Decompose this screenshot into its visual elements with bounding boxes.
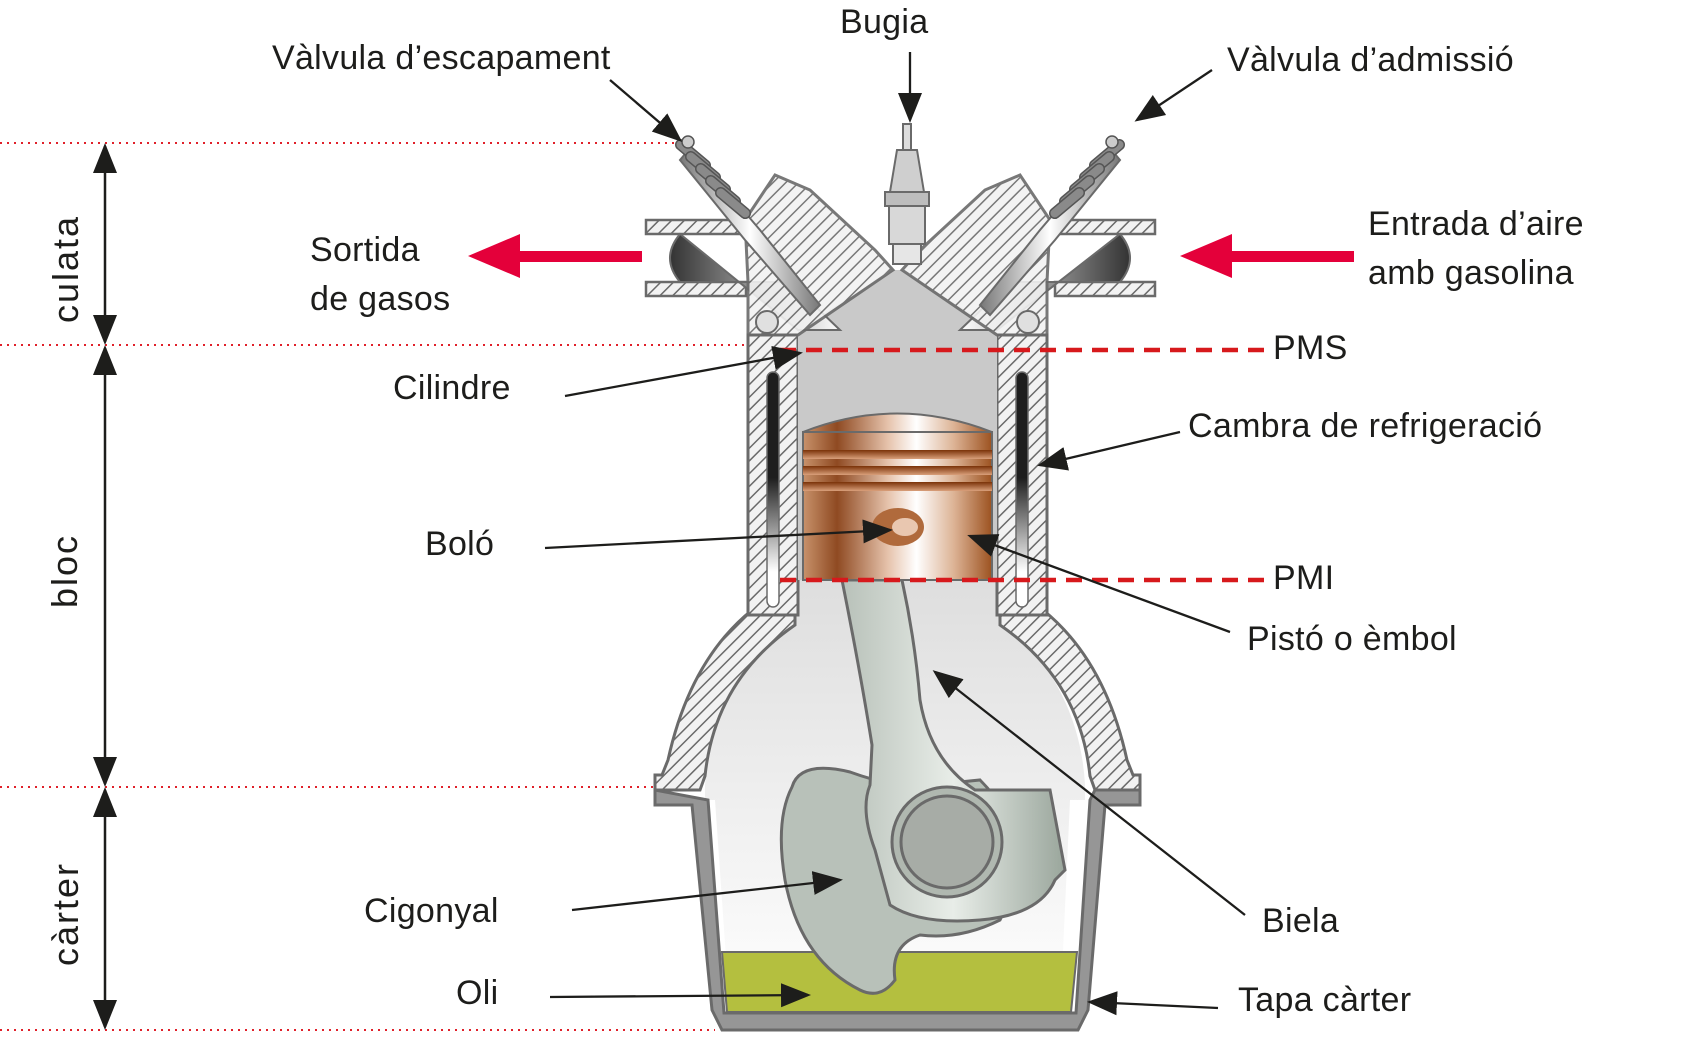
section-label-carter: càrter — [45, 861, 87, 967]
leader-bolo — [544, 519, 893, 550]
label-pmi: PMI — [1273, 559, 1335, 597]
section-separators — [0, 142, 780, 1031]
label-valvula-admissio: Vàlvula d’admissió — [1227, 41, 1514, 79]
label-tapa-carter: Tapa càrter — [1238, 981, 1412, 1019]
label-biela: Biela — [1262, 902, 1340, 940]
label-cigonyal: Cigonyal — [364, 892, 499, 930]
leader-cilindre — [564, 346, 803, 398]
label-entrada-aire: Entrada d’aire amb gasolina — [1368, 202, 1584, 296]
piston — [802, 412, 993, 581]
oil — [720, 951, 1079, 1013]
label-entrada-line1: Entrada d’aire — [1368, 205, 1584, 243]
label-bolo: Boló — [425, 525, 495, 563]
exhaust-valve — [674, 135, 822, 317]
section-label-bloc: bloc — [44, 533, 86, 609]
label-sortida-line1: Sortida — [310, 231, 420, 269]
cylinder-head — [644, 173, 1157, 337]
label-sortida-gasos: Sortida de gasos — [310, 228, 450, 322]
label-bugia: Bugia — [840, 3, 929, 41]
intake-flow-arrow — [1180, 234, 1354, 278]
cooling-chamber-right — [1015, 371, 1029, 608]
intake-valve-spring — [1048, 138, 1126, 220]
spark-plug — [884, 123, 930, 265]
leader-valvula-escapament — [609, 79, 683, 142]
leader-tapa-carter — [1087, 991, 1219, 1016]
leader-valvula-admissio — [1134, 69, 1213, 122]
crankpin — [899, 794, 995, 890]
leader-lines — [544, 52, 1246, 1016]
label-cambra-refrigeracio: Cambra de refrigeració — [1188, 407, 1543, 445]
exhaust-valve-spring — [674, 138, 752, 220]
label-entrada-line2: amb gasolina — [1368, 253, 1574, 292]
label-piston: Pistó o èmbol — [1247, 620, 1457, 658]
leader-piston — [967, 534, 1231, 634]
label-oli: Oli — [456, 974, 499, 1012]
label-sortida-line2: de gasos — [310, 279, 451, 318]
exhaust-flow-arrow — [468, 234, 642, 278]
label-valvula-escapament: Vàlvula d’escapament — [272, 39, 611, 77]
label-cilindre: Cilindre — [393, 369, 511, 407]
intake-valve — [978, 135, 1126, 317]
section-label-culata: culata — [45, 214, 87, 324]
leader-biela — [932, 670, 1246, 916]
leader-oli — [549, 983, 811, 1008]
label-pms: PMS — [1273, 329, 1348, 367]
leader-cambra — [1037, 430, 1181, 471]
cooling-chamber-left — [766, 371, 780, 608]
leader-cigonyal — [571, 871, 843, 912]
